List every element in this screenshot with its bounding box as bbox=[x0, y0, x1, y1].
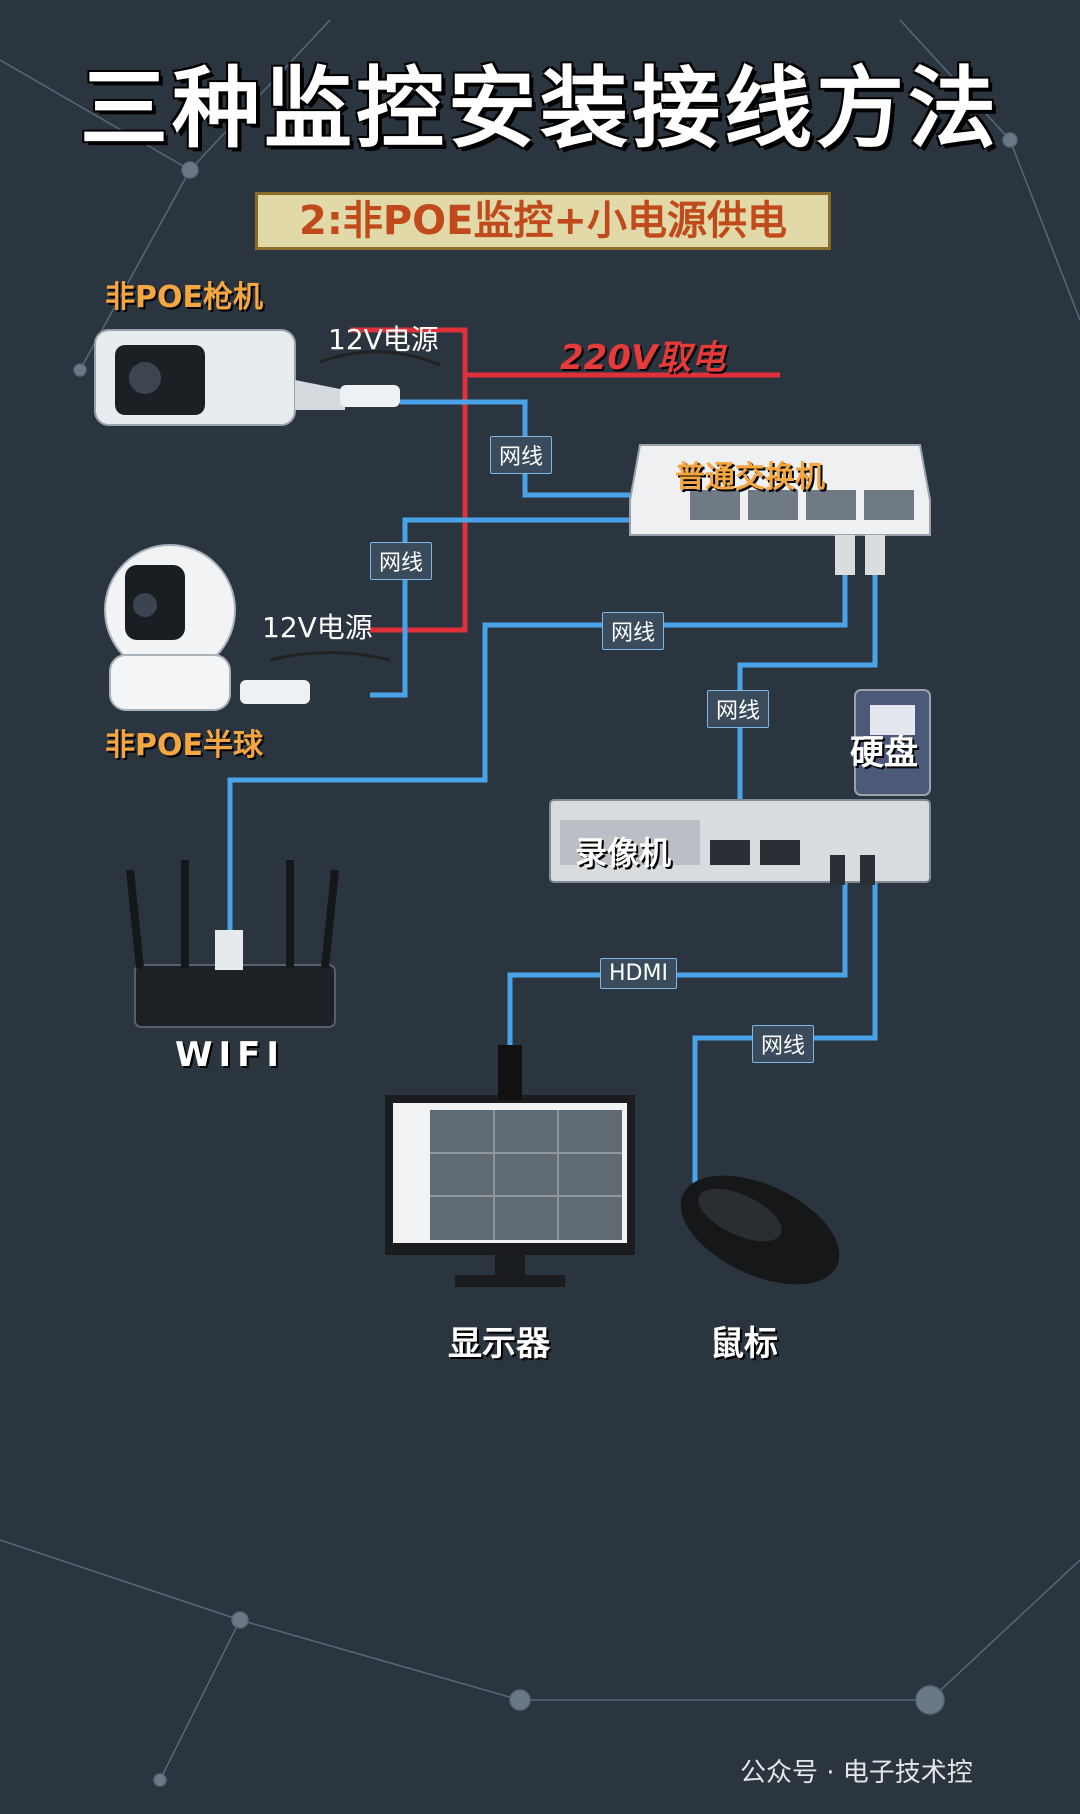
cable-label-hdmi: HDMI bbox=[600, 958, 677, 989]
cable-label-net: 网线 bbox=[602, 612, 665, 650]
monitor-label: 显示器 bbox=[448, 1324, 550, 1364]
power-cables bbox=[350, 327, 780, 633]
background-network-decoration bbox=[0, 19, 1080, 1787]
watermark: 公众号 · 电子技术控 bbox=[740, 1758, 973, 1788]
mouse-label: 鼠标 bbox=[710, 1324, 778, 1364]
power-adapter-label-2: 12V电源 bbox=[262, 611, 373, 644]
cable-label-net: 网线 bbox=[707, 690, 770, 728]
cable-label-net: 网线 bbox=[752, 1025, 815, 1063]
dome-camera-icon bbox=[104, 544, 391, 711]
monitor-icon bbox=[385, 1045, 635, 1287]
page-title: 三种监控安装接线方法 bbox=[79, 57, 1000, 160]
power-adapter-label-1: 12V电源 bbox=[328, 323, 439, 356]
nvr-icon bbox=[549, 799, 931, 885]
cable-label-net: 网线 bbox=[490, 436, 553, 474]
dome-camera-label: 非POE半球 bbox=[105, 728, 263, 763]
mains-power-label: 220V取电 bbox=[560, 338, 726, 378]
bullet-camera-label: 非POE枪机 bbox=[105, 280, 263, 315]
switch-icon bbox=[629, 444, 931, 575]
switch-label: 普通交换机 bbox=[675, 460, 825, 495]
mouse-icon bbox=[680, 1175, 840, 1285]
hard-disk-label: 硬盘 bbox=[850, 733, 918, 773]
bullet-camera-icon bbox=[94, 329, 441, 426]
router-icon bbox=[126, 860, 339, 1028]
subtitle: 2:非POE监控+小电源供电 bbox=[255, 192, 831, 250]
router-label: WIFI bbox=[175, 1035, 286, 1075]
cable-label-net: 网线 bbox=[370, 542, 433, 580]
nvr-label: 录像机 bbox=[575, 834, 672, 872]
